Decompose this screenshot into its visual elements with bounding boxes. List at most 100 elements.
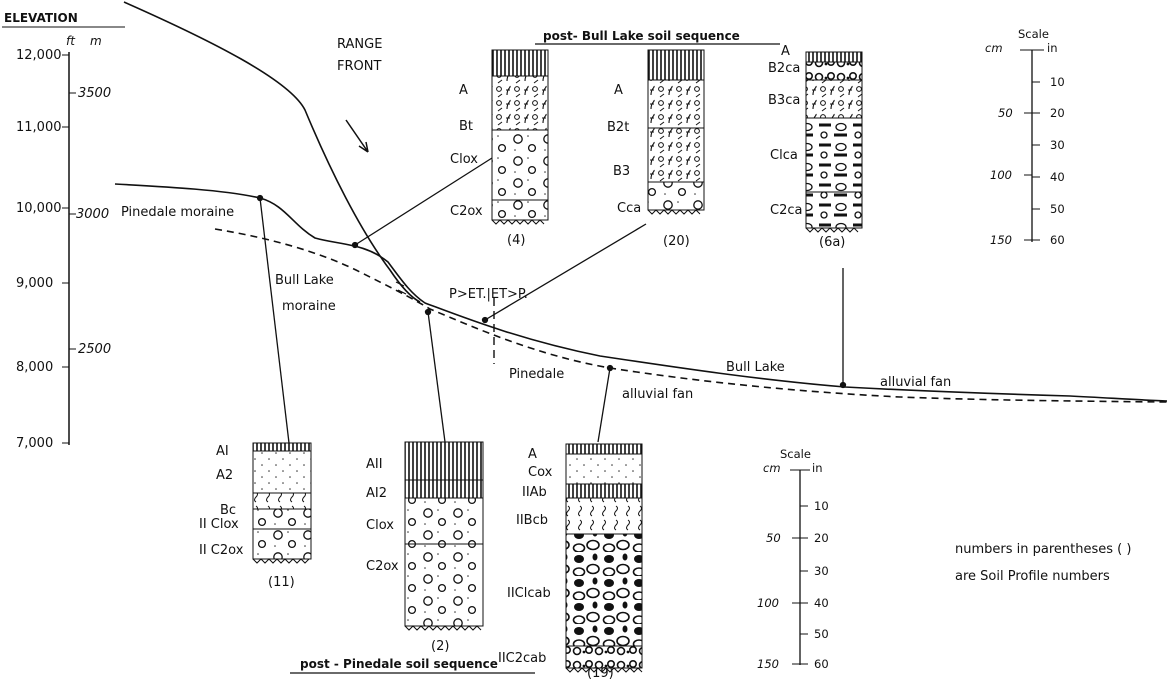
heading-post-bull-lake: post- Bull Lake soil sequence — [543, 29, 740, 43]
bull-lake-surface — [115, 184, 1167, 401]
ft-tick-label: 10,000 — [16, 201, 62, 216]
horizon-label: A — [614, 83, 623, 98]
label-pinedale-fan-2: alluvial fan — [622, 387, 693, 402]
horizon-A — [492, 50, 548, 76]
horizon-label: IIClcab — [507, 586, 551, 601]
scale-title: Scale — [780, 447, 811, 461]
scale-in-label: in — [812, 461, 822, 475]
horizon-label: C2ca — [770, 203, 802, 218]
horizon-Cca — [648, 182, 704, 210]
horizon-label: Bc — [220, 503, 236, 518]
elevation-axis-title: ELEVATION — [4, 11, 78, 25]
horizon-IIC2ox — [253, 529, 311, 559]
profile-number: (19) — [587, 666, 614, 681]
horizon-IIClox — [253, 509, 311, 529]
scale-cm-ticks: 50 100 150 — [757, 531, 800, 671]
in-tick-label: 40 — [814, 596, 829, 610]
label-boundary: P>ET.|ET>P. — [449, 287, 528, 302]
horizon-label: Cca — [617, 201, 641, 216]
label-pinedale-fan: Pinedale — [509, 367, 564, 382]
in-tick-label: 10 — [1050, 75, 1065, 89]
ft-tick-label: 9,000 — [16, 276, 53, 291]
site-marker — [426, 310, 431, 315]
m-tick-label: 2500 — [78, 342, 111, 357]
label-front: FRONT — [337, 59, 381, 74]
horizon-label: II C2ox — [199, 543, 244, 558]
in-tick-label: 50 — [814, 627, 829, 641]
soil-profile-11: AI A2 Bc II Clox II C2ox (11) — [199, 443, 311, 590]
horizon-A — [648, 50, 704, 80]
range-front-arrow — [346, 120, 368, 152]
elevation-axis: ELEVATION ft m 12,000 11,000 10,000 9,00… — [2, 11, 125, 451]
horizon-IIAb — [566, 484, 642, 498]
connector-lines — [258, 158, 846, 443]
horizon-AII — [405, 442, 483, 480]
soil-profile-6a: A B2ca B3ca Clca C2ca (6a) — [768, 44, 862, 250]
horizon-label: AII — [366, 457, 383, 472]
horizon-AI2 — [405, 480, 483, 498]
horizon-Clox — [405, 498, 483, 544]
in-tick-label: 30 — [814, 564, 829, 578]
horizon-label: B3ca — [768, 93, 800, 108]
horizon-label: II Clox — [199, 517, 239, 532]
horizon-Clox — [492, 130, 548, 200]
horizon-A — [806, 52, 862, 62]
in-tick-label: 40 — [1050, 170, 1065, 184]
horizon-B2t — [648, 80, 704, 128]
elevation-unit-m: m — [90, 34, 102, 48]
scale-cm-label: cm — [985, 41, 1003, 55]
horizon-label: B2ca — [768, 61, 800, 76]
soil-profile-19: A Cox IIAb IIBcb IIClcab IIC2cab (19) — [498, 444, 642, 681]
horizon-IIClcab — [566, 534, 642, 646]
label-pinedale-moraine: Pinedale moraine — [121, 205, 234, 220]
scale-title: Scale — [1018, 27, 1049, 41]
horizon-B3ca — [806, 80, 862, 118]
scale-in-label: in — [1047, 41, 1057, 55]
horizon-C2ox — [492, 200, 548, 220]
in-tick-label: 20 — [1050, 106, 1065, 120]
ft-tick-label: 12,000 — [16, 48, 62, 63]
horizon-label: IIBcb — [516, 513, 548, 528]
in-tick-label: 20 — [814, 531, 829, 545]
profile-base — [806, 228, 858, 232]
ft-tick-label: 11,000 — [16, 120, 62, 135]
scale-top: Scale cm in 10 20 30 40 50 60 50 100 150 — [985, 27, 1065, 247]
horizon-Clca — [806, 118, 862, 192]
horizon-label: A — [528, 447, 537, 462]
m-tick-label: 3000 — [76, 207, 109, 222]
profile-number: (11) — [268, 575, 295, 590]
horizon-label: AI2 — [366, 486, 387, 501]
cm-tick-label: 150 — [990, 233, 1012, 247]
profile-base — [492, 220, 544, 224]
site-marker — [608, 366, 613, 371]
soil-profile-20: A B2t B3 Cca (20) — [607, 50, 704, 249]
in-tick-label: 50 — [1050, 202, 1065, 216]
in-tick-label: 30 — [1050, 138, 1065, 152]
scale-in-ticks: 10 20 30 40 50 60 — [800, 499, 829, 671]
scale-cm-label: cm — [763, 461, 781, 475]
horizon-Bc — [253, 493, 311, 509]
horizon-Cox — [566, 454, 642, 484]
horizon-label: C2ox — [450, 204, 483, 219]
label-range: RANGE — [337, 37, 382, 52]
in-tick-label: 10 — [814, 499, 829, 513]
pinedale-surface — [215, 229, 1167, 402]
site-marker — [841, 383, 846, 388]
horizon-AI — [253, 443, 311, 451]
connector-p19 — [598, 368, 610, 442]
horizon-C2ca — [806, 192, 862, 228]
in-tick-label: 60 — [814, 657, 829, 671]
horizon-label: Bt — [459, 119, 473, 134]
connector-p2 — [428, 312, 445, 442]
soil-profile-2: AII AI2 Clox C2ox (2) — [366, 442, 483, 654]
horizon-label: B2t — [607, 120, 629, 135]
cm-tick-label: 50 — [766, 531, 781, 545]
site-marker — [483, 318, 488, 323]
profile-base — [405, 626, 481, 630]
profile-base — [253, 559, 309, 563]
horizon-C2ox — [405, 544, 483, 626]
horizon-label: A — [459, 83, 468, 98]
horizon-A2 — [253, 451, 311, 493]
connector-p11 — [260, 198, 289, 443]
